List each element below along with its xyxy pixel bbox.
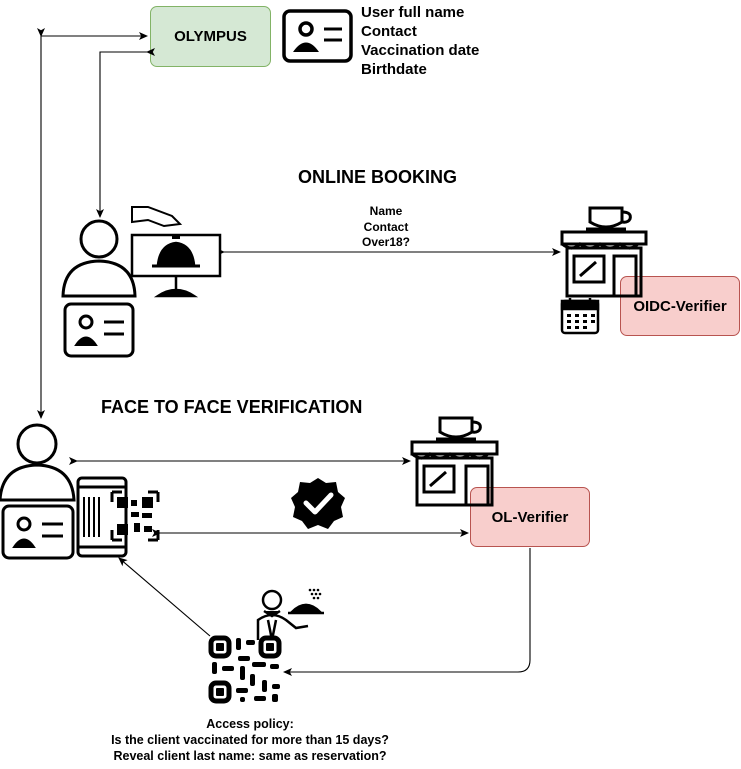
id-card-icon bbox=[282, 9, 353, 63]
oidc-verifier-label: OIDC-Verifier bbox=[633, 297, 727, 315]
claim-vaccination-date: Vaccination date bbox=[361, 42, 480, 59]
olympus-label: OLYMPUS bbox=[174, 28, 247, 45]
credential-claims: User full name Contact Vaccination date … bbox=[361, 3, 479, 79]
reception-bell-icon bbox=[130, 206, 222, 298]
connector-waiter-phone bbox=[118, 557, 211, 637]
olympus-node: OLYMPUS bbox=[150, 6, 271, 67]
shop-icon bbox=[560, 206, 648, 298]
claim-birthdate: Birthdate bbox=[361, 61, 427, 78]
connector-olympus-online-user bbox=[96, 48, 155, 218]
online-booking-heading: ONLINE BOOKING bbox=[298, 167, 458, 187]
online-request-label: Name Contact Over18? bbox=[340, 204, 432, 251]
shop-icon bbox=[410, 416, 499, 507]
id-card-icon bbox=[63, 302, 135, 358]
claim-contact: Contact bbox=[361, 23, 417, 40]
access-policy-rule-lastname: Reveal client last name: same as reserva… bbox=[113, 749, 387, 763]
user-icon bbox=[61, 219, 137, 298]
access-policy: Access policy: Is the client vaccinated … bbox=[60, 716, 440, 764]
face-to-face-heading: FACE TO FACE VERIFICATION bbox=[101, 397, 363, 417]
claim-full-name: User full name bbox=[361, 4, 465, 21]
waiter-icon bbox=[256, 588, 324, 641]
request-name: Name bbox=[369, 204, 403, 218]
id-card-icon bbox=[1, 504, 75, 560]
request-over18: Over18? bbox=[361, 235, 411, 249]
ol-verifier-node: OL-Verifier bbox=[470, 487, 590, 547]
user-icon bbox=[0, 423, 76, 502]
request-contact: Contact bbox=[363, 219, 409, 234]
ol-verifier-label: OL-Verifier bbox=[491, 508, 569, 526]
access-policy-rule-vaccination: Is the client vaccinated for more than 1… bbox=[111, 733, 389, 747]
access-policy-title: Access policy: bbox=[206, 717, 294, 731]
verified-badge-icon bbox=[291, 478, 345, 529]
calendar-icon bbox=[560, 298, 600, 335]
connector-olverifier-qr bbox=[283, 548, 531, 676]
qr-code-icon bbox=[208, 635, 282, 704]
smartphone-qr-icon bbox=[76, 476, 160, 558]
